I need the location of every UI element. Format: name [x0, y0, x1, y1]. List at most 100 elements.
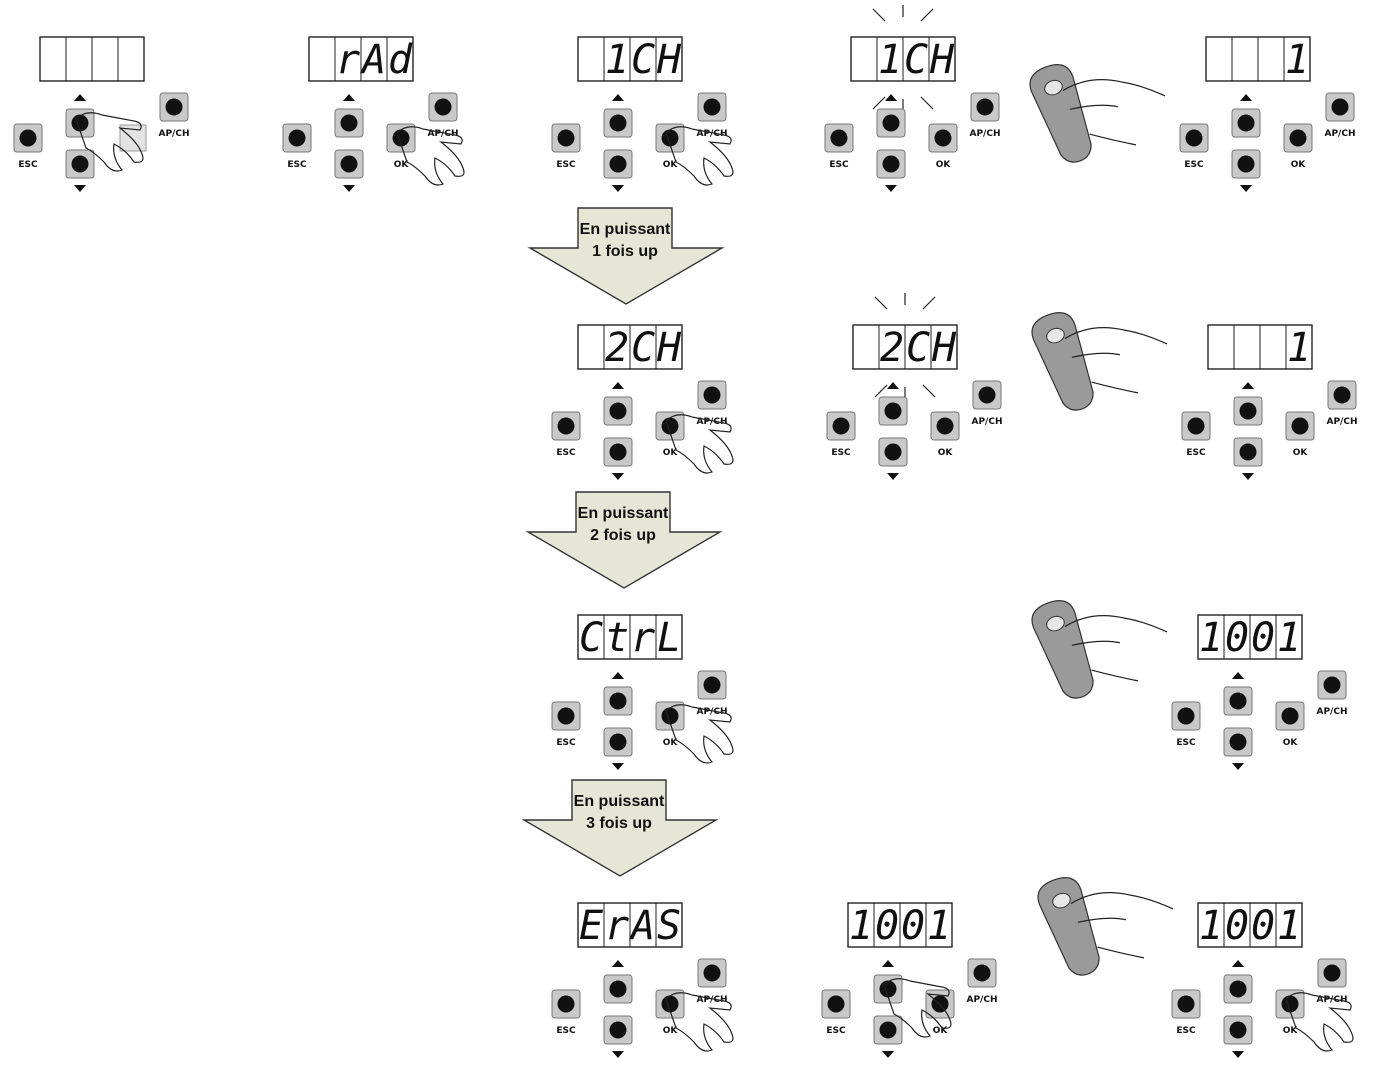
apch-button[interactable]	[967, 958, 997, 988]
esc-button[interactable]	[551, 989, 581, 1019]
down-arrow-icon	[612, 1051, 624, 1058]
esc-button[interactable]	[551, 411, 581, 441]
down-button-knob	[882, 155, 900, 173]
apch-button[interactable]	[697, 92, 727, 122]
apch-button[interactable]	[972, 380, 1002, 410]
down-arrow-icon	[612, 473, 624, 480]
esc-button[interactable]	[821, 989, 851, 1019]
up-button[interactable]	[873, 974, 903, 1004]
down-button[interactable]	[1223, 1015, 1253, 1045]
apch-button-knob	[976, 98, 994, 116]
apch-button[interactable]	[1317, 670, 1347, 700]
esc-label: ESC	[831, 448, 851, 458]
down-button-knob	[1239, 443, 1257, 461]
ok-button[interactable]	[655, 411, 685, 441]
down-button-knob	[609, 155, 627, 173]
up-button[interactable]	[1223, 974, 1253, 1004]
up-button[interactable]	[876, 108, 906, 138]
down-button-knob	[879, 1021, 897, 1039]
down-button[interactable]	[334, 149, 364, 179]
esc-button[interactable]	[824, 123, 854, 153]
esc-button[interactable]	[1181, 411, 1211, 441]
apch-button[interactable]	[1325, 92, 1355, 122]
ok-button[interactable]	[655, 701, 685, 731]
apch-label: AP/CH	[967, 995, 998, 1005]
ok-label: OK	[663, 448, 679, 458]
esc-button[interactable]	[551, 123, 581, 153]
esc-button[interactable]	[13, 123, 43, 153]
up-button[interactable]	[603, 108, 633, 138]
display-digit: L	[657, 615, 681, 661]
ok-button[interactable]	[1283, 123, 1313, 153]
blink-ray-bottom	[920, 96, 934, 110]
up-button[interactable]	[603, 396, 633, 426]
down-button[interactable]	[603, 149, 633, 179]
up-button-knob	[1237, 114, 1255, 132]
down-button[interactable]	[603, 1015, 633, 1045]
down-button[interactable]	[603, 437, 633, 467]
down-button[interactable]	[1233, 437, 1263, 467]
up-button[interactable]	[603, 686, 633, 716]
down-button[interactable]	[873, 1015, 903, 1045]
apch-button[interactable]	[1327, 380, 1357, 410]
ok-button-knob	[936, 417, 954, 435]
down-button[interactable]	[876, 149, 906, 179]
up-button[interactable]	[1231, 108, 1261, 138]
apch-button[interactable]	[428, 92, 458, 122]
ok-button[interactable]	[1275, 989, 1305, 1019]
ok-button[interactable]	[928, 123, 958, 153]
esc-button-knob	[557, 995, 575, 1013]
esc-button[interactable]	[1179, 123, 1209, 153]
esc-button[interactable]	[282, 123, 312, 153]
display-digit: 0	[1251, 903, 1275, 949]
display-digit: 0	[1225, 615, 1249, 661]
ok-button[interactable]	[1275, 701, 1305, 731]
apch-label: AP/CH	[697, 129, 728, 139]
ok-button[interactable]	[655, 123, 685, 153]
up-button[interactable]	[334, 108, 364, 138]
down-button[interactable]	[1231, 149, 1261, 179]
esc-button[interactable]	[1171, 989, 1201, 1019]
up-arrow-icon	[1232, 960, 1244, 967]
down-arrow-icon	[1232, 763, 1244, 770]
down-button-knob	[884, 443, 902, 461]
esc-label: ESC	[556, 738, 576, 748]
ok-button[interactable]	[386, 123, 416, 153]
up-button-knob	[609, 692, 627, 710]
apch-button[interactable]	[697, 670, 727, 700]
display-digit: C	[906, 325, 930, 371]
flow-arrow-shape	[521, 779, 719, 877]
ok-label: OK	[663, 160, 679, 170]
esc-button[interactable]	[551, 701, 581, 731]
up-button[interactable]	[1233, 396, 1263, 426]
esc-label: ESC	[287, 160, 307, 170]
up-button[interactable]	[65, 108, 95, 138]
esc-button[interactable]	[1171, 701, 1201, 731]
flow-arrow-shape	[525, 491, 723, 589]
apch-button[interactable]	[1317, 958, 1347, 988]
ok-button[interactable]	[655, 989, 685, 1019]
display-digit: 1	[1285, 37, 1309, 83]
down-button[interactable]	[1223, 727, 1253, 757]
up-button[interactable]	[603, 974, 633, 1004]
apch-button[interactable]	[970, 92, 1000, 122]
apch-button[interactable]	[697, 958, 727, 988]
up-button[interactable]	[878, 396, 908, 426]
ok-label: OK	[938, 448, 954, 458]
ok-button[interactable]	[930, 411, 960, 441]
apch-button[interactable]	[697, 380, 727, 410]
apch-label: AP/CH	[1327, 417, 1358, 427]
display-digit: 1	[1199, 615, 1223, 661]
down-button[interactable]	[878, 437, 908, 467]
apch-label: AP/CH	[697, 707, 728, 717]
down-button[interactable]	[65, 149, 95, 179]
ok-label: OK	[663, 1026, 679, 1036]
down-button[interactable]	[603, 727, 633, 757]
apch-button[interactable]	[159, 92, 189, 122]
ok-button[interactable]	[1285, 411, 1315, 441]
esc-button[interactable]	[826, 411, 856, 441]
up-button-knob	[882, 114, 900, 132]
up-button[interactable]	[1223, 686, 1253, 716]
